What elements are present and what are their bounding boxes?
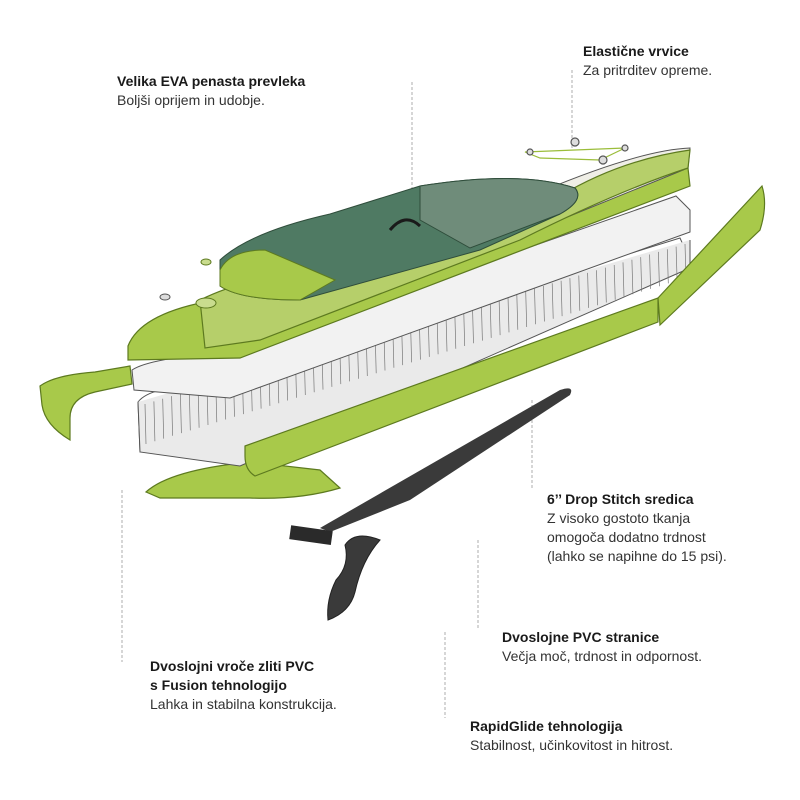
callout-pvc-sides-desc: Večja moč, trdnost in odpornost.: [502, 647, 702, 666]
callout-fusion-title-1: Dvoslojni vroče zliti PVC: [150, 657, 337, 676]
callout-drop-stitch-title: 6’’ Drop Stitch sredica: [547, 490, 727, 509]
bottom-pvc-layer: [146, 462, 340, 498]
callout-bungee: Elastične vrvice Za pritrditev opreme.: [583, 42, 712, 80]
callout-drop-stitch-desc-3: (lahko se napihne do 15 psi).: [547, 547, 727, 566]
callout-rapidglide-title: RapidGlide tehnologija: [470, 717, 673, 736]
fin-icon: [328, 536, 380, 620]
callout-drop-stitch-desc-2: omogoča dodatno trdnost: [547, 528, 727, 547]
callout-fusion-desc: Lahka in stabilna konstrukcija.: [150, 695, 337, 714]
callout-rapidglide-desc: Stabilnost, učinkovitost in hitrost.: [470, 736, 673, 755]
callout-eva: Velika EVA penasta prevleka Boljši oprij…: [117, 72, 305, 110]
callout-fusion-title-2: s Fusion tehnologijo: [150, 676, 337, 695]
callout-drop-stitch: 6’’ Drop Stitch sredica Z visoko gostoto…: [547, 490, 727, 566]
valve-icon: [160, 259, 216, 308]
callout-bungee-title: Elastične vrvice: [583, 42, 712, 61]
callout-eva-title: Velika EVA penasta prevleka: [117, 72, 305, 91]
callout-fusion: Dvoslojni vroče zliti PVC s Fusion tehno…: [150, 657, 337, 714]
callout-bungee-desc: Za pritrditev opreme.: [583, 61, 712, 80]
left-pvc-rail: [40, 366, 132, 440]
callout-rapidglide: RapidGlide tehnologija Stabilnost, učink…: [470, 717, 673, 755]
callout-drop-stitch-desc-1: Z visoko gostoto tkanja: [547, 509, 727, 528]
callout-pvc-sides: Dvoslojne PVC stranice Večja moč, trdnos…: [502, 628, 702, 666]
bungee-cords: [525, 138, 628, 164]
callout-eva-desc: Boljši oprijem in udobje.: [117, 91, 305, 110]
callout-pvc-sides-title: Dvoslojne PVC stranice: [502, 628, 702, 647]
